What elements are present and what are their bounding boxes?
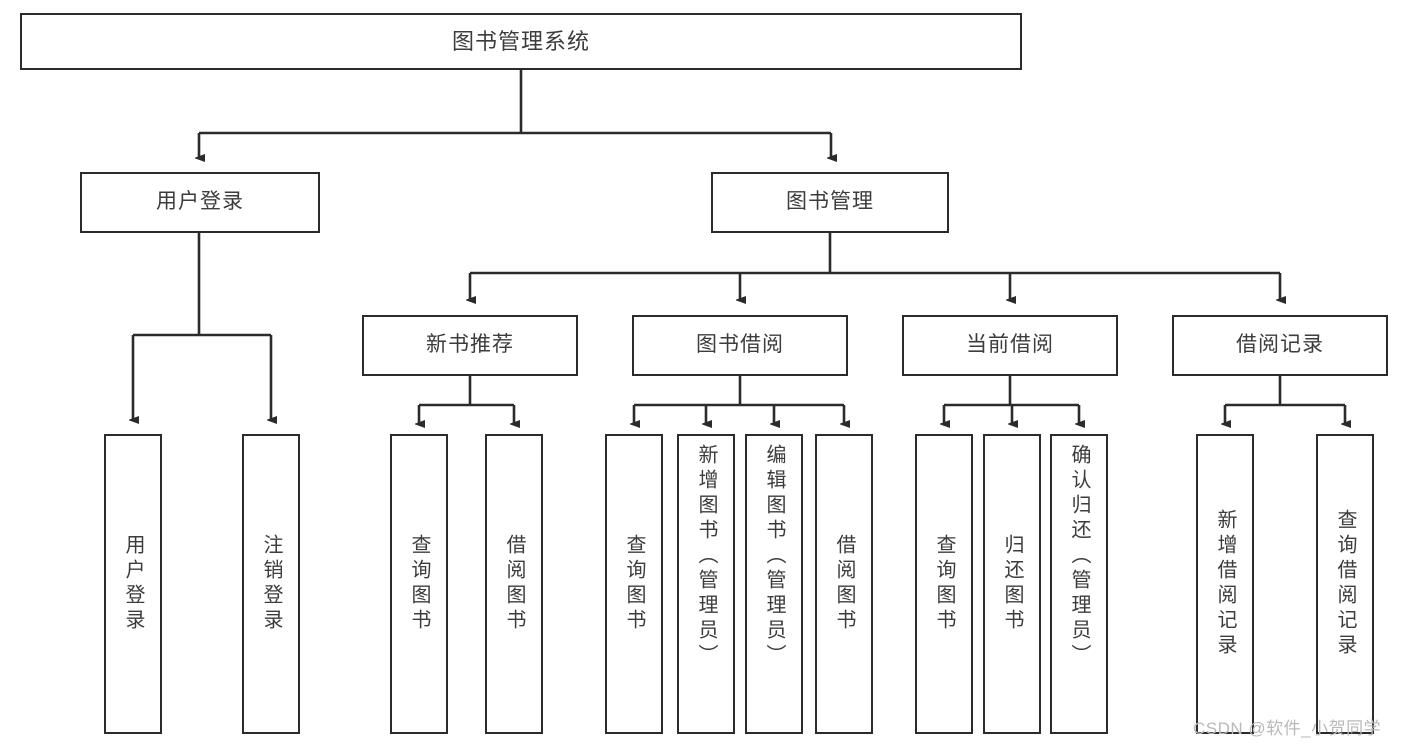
leaf-nb-borrow-book-label: 借阅图书 [503,534,525,634]
leaf-nb-borrow-book[interactable]: 借阅图书 [485,434,543,734]
csdn-watermark: CSDN @软件_小贺同学 [1193,719,1382,738]
node-book-management-label: 图书管理 [786,190,874,214]
leaf-br-query-record[interactable]: 查询借阅记录 [1316,434,1374,734]
node-current-borrow-label: 当前借阅 [966,333,1054,357]
node-user-login-label: 用户登录 [156,190,244,214]
node-borrow-record-label: 借阅记录 [1236,333,1324,357]
leaf-bb-borrow-book[interactable]: 借阅图书 [815,434,873,734]
node-book-borrow-label: 图书借阅 [696,333,784,357]
leaf-br-add-record[interactable]: 新增借阅记录 [1196,434,1254,734]
leaf-cb-query-book-label: 查询图书 [933,534,955,634]
leaf-bb-edit-book-admin-label: 编辑图书（管理员） [763,444,785,669]
leaf-nb-query-book-label: 查询图书 [408,534,430,634]
leaf-bb-add-book-admin-label: 新增图书（管理员） [695,444,717,669]
leaf-bb-query-book[interactable]: 查询图书 [605,434,663,734]
node-book-borrow[interactable]: 图书借阅 [632,315,848,376]
leaf-cb-return-book-label: 归还图书 [1001,534,1023,634]
leaf-bb-borrow-book-label: 借阅图书 [833,534,855,634]
node-user-login[interactable]: 用户登录 [80,172,320,233]
node-borrow-record[interactable]: 借阅记录 [1172,315,1388,376]
node-root-system-label: 图书管理系统 [451,28,590,54]
leaf-cb-return-book[interactable]: 归还图书 [983,434,1041,734]
leaf-logout-label: 注销登录 [260,534,282,634]
leaf-cb-confirm-return-admin[interactable]: 确认归还（管理员） [1050,434,1108,734]
leaf-nb-query-book[interactable]: 查询图书 [390,434,448,734]
node-new-book-recommend[interactable]: 新书推荐 [362,315,578,376]
leaf-user-login-label: 用户登录 [122,534,144,634]
leaf-cb-query-book[interactable]: 查询图书 [915,434,973,734]
leaf-br-add-record-label: 新增借阅记录 [1214,509,1236,659]
leaf-user-login[interactable]: 用户登录 [104,434,162,734]
node-new-book-recommend-label: 新书推荐 [426,333,514,357]
node-book-management[interactable]: 图书管理 [711,172,949,233]
leaf-bb-edit-book-admin[interactable]: 编辑图书（管理员） [745,434,803,734]
leaf-bb-add-book-admin[interactable]: 新增图书（管理员） [677,434,735,734]
leaf-logout[interactable]: 注销登录 [242,434,300,734]
node-root-system[interactable]: 图书管理系统 [20,13,1022,70]
leaf-cb-confirm-return-admin-label: 确认归还（管理员） [1068,444,1090,669]
node-current-borrow[interactable]: 当前借阅 [902,315,1118,376]
leaf-br-query-record-label: 查询借阅记录 [1334,509,1356,659]
leaf-bb-query-book-label: 查询图书 [623,534,645,634]
